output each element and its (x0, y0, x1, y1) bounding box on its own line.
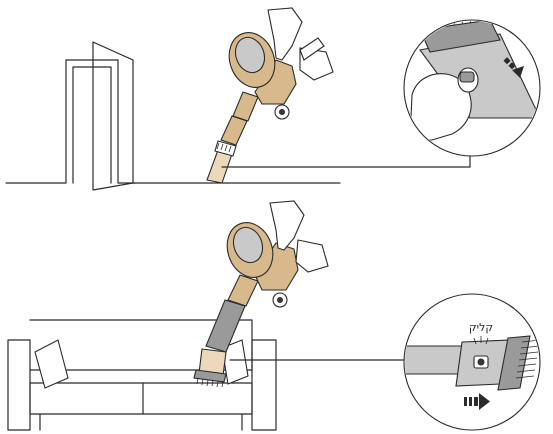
wand-lower-bottom (228, 275, 258, 306)
vacuum-bottom (194, 201, 328, 387)
sofa-seat (30, 383, 252, 414)
open-door (93, 42, 133, 190)
release-tab (460, 72, 474, 82)
sofa-scene (8, 320, 276, 430)
click-label: קליק (469, 321, 493, 334)
door-frame (6, 60, 135, 183)
sofa-arm-left (8, 340, 30, 430)
door-frame-inner (73, 67, 111, 183)
cushion-left (35, 340, 68, 388)
wand-lower-top (233, 92, 258, 121)
floor-and-door-scene (6, 42, 340, 190)
sofa-arm-right (252, 340, 276, 430)
battery-bottom (296, 240, 328, 272)
wand-upper-top (221, 116, 247, 145)
vacuum-top (207, 8, 333, 183)
